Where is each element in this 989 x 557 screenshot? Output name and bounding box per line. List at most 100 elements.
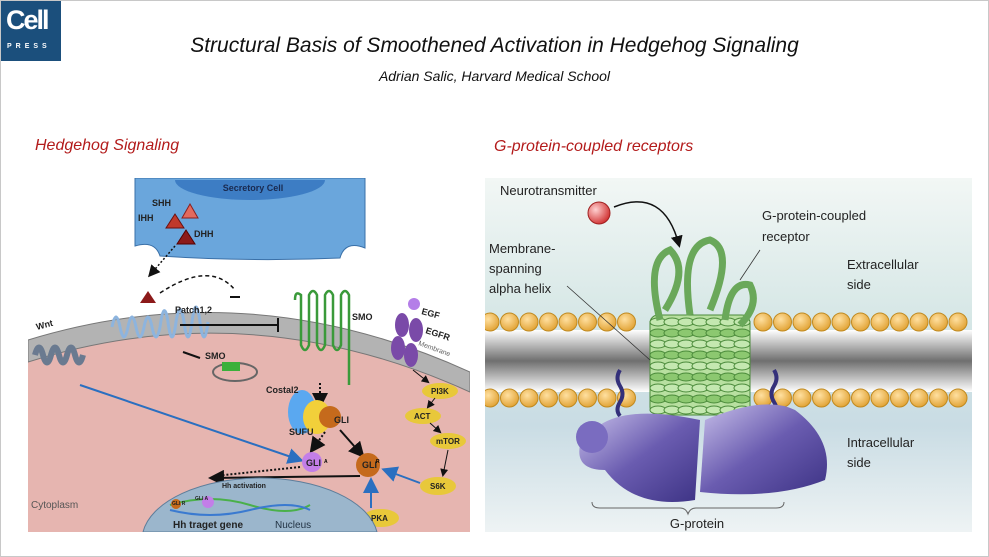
label-wnt: Wnt: [35, 318, 54, 332]
label-smo: SMO: [352, 312, 373, 322]
lipid-head: [578, 388, 597, 408]
lipid-head: [870, 312, 890, 332]
dhh-ligand: [176, 229, 196, 245]
patched-receptor: [110, 305, 210, 339]
label-extracellular-line1: Extracellular: [847, 257, 919, 272]
lipid-head: [485, 312, 500, 332]
cell-press-logo: Cell PRESS: [1, 1, 61, 61]
lipid-head: [948, 388, 968, 408]
label-nucleus: Nucleus: [275, 520, 311, 531]
label-gene-gli-r: GLI R: [172, 501, 186, 507]
label-gli: GLI: [334, 415, 349, 425]
lipid-head: [812, 388, 831, 408]
slide-subtitle: Adrian Salic, Harvard Medical School: [378, 68, 611, 84]
gli-repressor: [356, 453, 380, 477]
label-gli-r-sup: R: [376, 459, 380, 465]
helix-coil: [733, 372, 751, 382]
act-protein: [405, 408, 441, 424]
lipid-head: [792, 312, 812, 332]
ihh-ligand: [165, 213, 185, 229]
lipid-head: [519, 388, 539, 408]
label-gprotein: G-protein: [670, 516, 724, 531]
lipid-head: [851, 388, 870, 408]
lipid-head: [617, 312, 636, 332]
logo-text: Cell: [6, 5, 50, 35]
lipid-head: [485, 388, 500, 408]
label-s6k: S6K: [430, 482, 446, 491]
lipid-head: [812, 312, 831, 332]
lipid-head: [773, 312, 792, 332]
label-sufu: SUFU: [289, 427, 314, 437]
lipid-head: [558, 312, 578, 332]
helix-coil: [733, 394, 751, 404]
lipid-head: [890, 312, 909, 332]
label-gpcr-line1: G-protein-coupled: [762, 208, 866, 223]
label-gene-gli-a: GLI A: [195, 496, 209, 502]
pi3k-protein: [422, 383, 458, 399]
gprotein-subunit-left: [579, 413, 700, 502]
logo-subtext: PRESS: [7, 43, 51, 50]
label-act: ACT: [414, 412, 431, 421]
neurotransmitter-ball: [587, 201, 611, 225]
label-patch: Patch1,2: [175, 305, 212, 315]
label-helix-line3: alpha helix: [489, 281, 552, 296]
egfr-receptor: [391, 313, 423, 367]
lipid-head: [929, 388, 948, 408]
label-shh: SHH: [152, 198, 171, 208]
lipid-head: [753, 388, 773, 408]
label-gli-a: GLI: [306, 458, 321, 468]
gli-activator: [302, 452, 322, 472]
label-target-gene: Hh traget gene: [173, 520, 243, 531]
egf-ligand: [408, 298, 420, 310]
lipid-head: [500, 312, 519, 332]
lipid-head: [929, 312, 948, 332]
label-cytoplasm: Cytoplasm: [31, 500, 78, 511]
shh-ligand: [181, 202, 199, 219]
label-gli-r: GLI: [362, 460, 377, 470]
lipid-head: [890, 388, 909, 408]
helix-coil: [733, 361, 751, 371]
lipid-head: [753, 312, 773, 332]
gli-protein: [319, 406, 341, 428]
lipid-head: [597, 388, 617, 408]
smo-receptor: [293, 289, 351, 385]
gpcr-receptor: [649, 236, 757, 416]
right-section-heading: G-protein-coupled receptors: [494, 138, 694, 155]
cytoplasm-region: [28, 322, 470, 532]
helix-coil: [733, 383, 751, 393]
lipid-head: [948, 312, 968, 332]
label-mtor: mTOR: [436, 437, 460, 446]
label-secretory-cell: Secretory Cell: [223, 183, 284, 193]
wnt-receptor: [32, 344, 86, 366]
label-extracellular-line2: side: [847, 277, 871, 292]
lipid-head: [909, 388, 929, 408]
label-ihh: IHH: [138, 213, 154, 223]
gprotein-brace: [591, 501, 785, 516]
label-neurotransmitter: Neurotransmitter: [500, 183, 597, 198]
label-helix-line1: Membrane-: [489, 241, 555, 256]
label-smo-vesicle: SMO: [205, 351, 226, 361]
label-helix-line2: spanning: [489, 261, 542, 276]
secretory-nucleus: [175, 180, 325, 200]
s6k-protein: [420, 477, 456, 495]
lipid-head: [851, 312, 870, 332]
helix-coil: [733, 328, 751, 338]
lipid-head: [500, 388, 519, 408]
helix-coil: [733, 339, 751, 349]
dna-helix: [169, 498, 311, 512]
label-intracellular-line2: side: [847, 455, 871, 470]
lipid-head: [870, 388, 890, 408]
label-intracellular-line1: Intracellular: [847, 435, 915, 450]
bound-ligand: [140, 291, 156, 303]
label-pka: PKA: [371, 514, 388, 523]
label-hh-activation: Hh activation: [222, 483, 266, 490]
lipid-head: [831, 312, 851, 332]
label-dhh: DHH: [194, 229, 214, 239]
label-costal2: Costal2: [266, 385, 299, 395]
lipid-head: [539, 388, 558, 408]
lipid-head: [539, 312, 558, 332]
left-section-heading: Hedgehog Signaling: [35, 137, 180, 154]
gpcr-diagram: Neurotransmitter G-protein-coupled recep…: [485, 178, 972, 532]
label-gli-a-sup: A: [324, 459, 328, 465]
